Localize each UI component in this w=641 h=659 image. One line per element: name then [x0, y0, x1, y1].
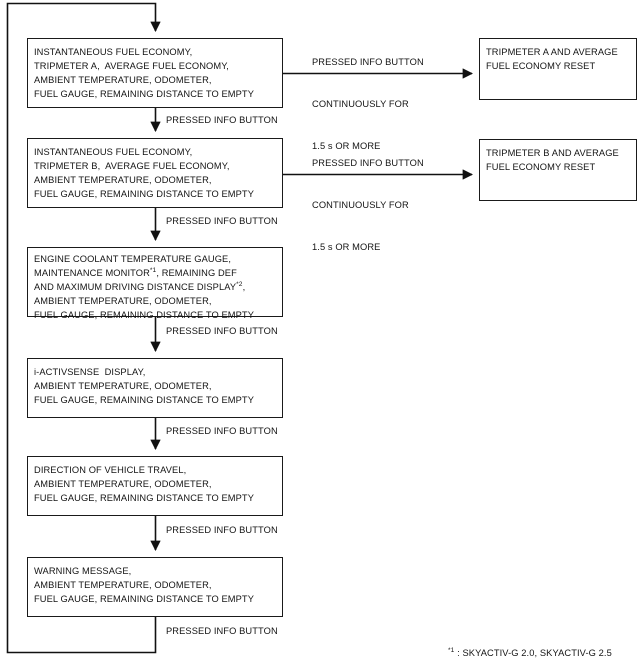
edge-label-press-5-to-6: PRESSED INFO BUTTON: [166, 525, 278, 535]
footnote-marker-1: *1: [448, 646, 455, 654]
node-text-line: FUEL ECONOMY RESET: [486, 61, 596, 71]
footnote-1-text: : SKYACTIV-G 2.0, SKYACTIV-G 2.5: [454, 648, 612, 658]
node-display-tripmeter-b[interactable]: INSTANTANEOUS FUEL ECONOMY, TRIPMETER B,…: [27, 138, 283, 208]
node-text-line: FUEL GAUGE, REMAINING DISTANCE TO EMPTY: [34, 89, 254, 99]
node-text-line: WARNING MESSAGE,: [34, 566, 132, 576]
node-text-line-footnote-1: MAINTENANCE MONITOR*1, REMAINING DEF: [34, 266, 237, 278]
node-text-line: FUEL GAUGE, REMAINING DISTANCE TO EMPTY: [34, 594, 254, 604]
node-text-line: AMBIENT TEMPERATURE, ODOMETER,: [34, 75, 212, 85]
node-text-line: DIRECTION OF VEHICLE TRAVEL,: [34, 465, 187, 475]
node-display-i-activsense[interactable]: i-ACTIVSENSE DISPLAY, AMBIENT TEMPERATUR…: [27, 358, 283, 418]
edge-label-press-1-to-2: PRESSED INFO BUTTON: [166, 115, 278, 125]
edge-label-press-2-to-3: PRESSED INFO BUTTON: [166, 216, 278, 226]
node-text-line: AMBIENT TEMPERATURE, ODOMETER,: [34, 296, 212, 306]
node-text-line: AMBIENT TEMPERATURE, ODOMETER,: [34, 580, 212, 590]
node-display-tripmeter-a[interactable]: INSTANTANEOUS FUEL ECONOMY, TRIPMETER A,…: [27, 38, 283, 108]
node-text-line: TRIPMETER B, AVERAGE FUEL ECONOMY,: [34, 161, 230, 171]
node-text-line: FUEL GAUGE, REMAINING DISTANCE TO EMPTY: [34, 189, 254, 199]
node-text-line: INSTANTANEOUS FUEL ECONOMY,: [34, 147, 193, 157]
node-text-line-footnote-2: AND MAXIMUM DRIVING DISTANCE DISPLAY*2,: [34, 280, 246, 292]
node-text-line: FUEL ECONOMY RESET: [486, 162, 596, 172]
edge-label-press-4-to-5: PRESSED INFO BUTTON: [166, 426, 278, 436]
node-text-line: FUEL GAUGE, REMAINING DISTANCE TO EMPTY: [34, 395, 254, 405]
node-text-line: AMBIENT TEMPERATURE, ODOMETER,: [34, 175, 212, 185]
edge-label-hold-reset-a: PRESSED INFO BUTTON CONTINUOUSLY FOR 1.5…: [312, 27, 424, 181]
node-display-warning-message[interactable]: WARNING MESSAGE, AMBIENT TEMPERATURE, OD…: [27, 557, 283, 617]
footnote-1: *1 : SKYACTIV-G 2.0, SKYACTIV-G 2.5: [448, 646, 612, 659]
node-text-line: TRIPMETER A, AVERAGE FUEL ECONOMY,: [34, 61, 229, 71]
node-text-line: TRIPMETER B AND AVERAGE: [486, 148, 619, 158]
edge-label-hold-line-1: PRESSED INFO BUTTON: [312, 158, 424, 168]
node-text-line: i-ACTIVSENSE DISPLAY,: [34, 367, 146, 377]
node-text-line: TRIPMETER A AND AVERAGE: [486, 47, 618, 57]
node-text-line: FUEL GAUGE, REMAINING DISTANCE TO EMPTY: [34, 493, 254, 503]
node-reset-tripmeter-b[interactable]: TRIPMETER B AND AVERAGE FUEL ECONOMY RES…: [479, 139, 637, 201]
edge-label-press-3-to-4: PRESSED INFO BUTTON: [166, 326, 278, 336]
edge-label-hold-line-3: 1.5 s OR MORE: [312, 141, 381, 151]
node-reset-tripmeter-a[interactable]: TRIPMETER A AND AVERAGE FUEL ECONOMY RES…: [479, 38, 637, 100]
node-text-line: AMBIENT TEMPERATURE, ODOMETER,: [34, 381, 212, 391]
edge-label-hold-line-3: 1.5 s OR MORE: [312, 242, 381, 252]
node-display-coolant-maintenance[interactable]: ENGINE COOLANT TEMPERATURE GAUGE, MAINTE…: [27, 247, 283, 320]
footnote-block: *1 : SKYACTIV-G 2.0, SKYACTIV-G 2.5 *2 :…: [448, 618, 612, 659]
node-text-line: AMBIENT TEMPERATURE, ODOMETER,: [34, 479, 212, 489]
node-text-line: ENGINE COOLANT TEMPERATURE GAUGE,: [34, 254, 232, 264]
edge-label-hold-line-2: CONTINUOUSLY FOR: [312, 200, 409, 210]
node-text-line: INSTANTANEOUS FUEL ECONOMY,: [34, 47, 193, 57]
node-text-line: FUEL GAUGE, REMAINING DISTANCE TO EMPTY: [34, 310, 254, 320]
edge-label-hold-line-2: CONTINUOUSLY FOR: [312, 99, 409, 109]
edge-label-press-loopback: PRESSED INFO BUTTON: [166, 626, 278, 636]
node-display-direction-of-travel[interactable]: DIRECTION OF VEHICLE TRAVEL, AMBIENT TEM…: [27, 456, 283, 516]
edge-label-hold-line-1: PRESSED INFO BUTTON: [312, 57, 424, 67]
edge-label-hold-reset-b: PRESSED INFO BUTTON CONTINUOUSLY FOR 1.5…: [312, 128, 424, 282]
